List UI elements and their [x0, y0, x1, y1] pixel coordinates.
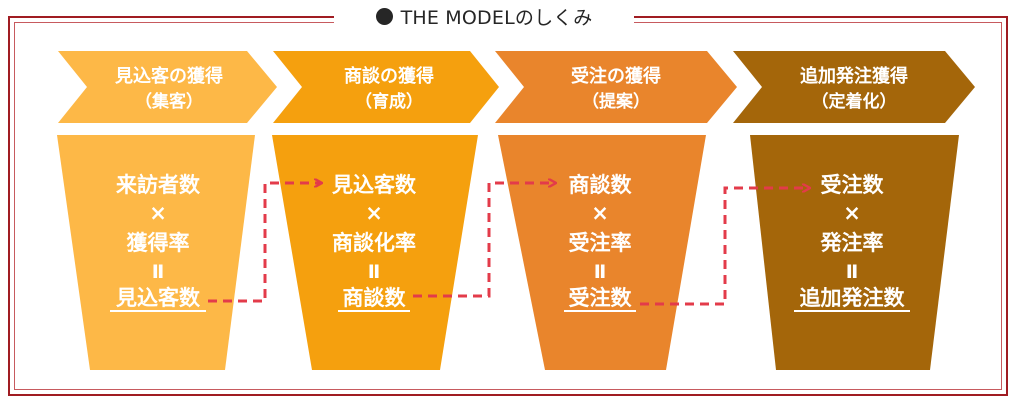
stage-chevron-1 [58, 51, 277, 123]
funnel-4-line-3: 発注率 [820, 231, 884, 255]
funnel-2-line-4: Ⅱ [368, 261, 381, 283]
funnel-2-line-3: 商談化率 [332, 231, 416, 255]
stage-name-3: 受注の獲得 [571, 65, 661, 87]
diagram-title: THE MODELのしくみ [334, 2, 634, 30]
funnel-3 [498, 135, 706, 370]
stage-sub-1: （集客） [135, 91, 203, 112]
connector-arrow-2 [413, 183, 554, 298]
stage-chevron-4 [733, 51, 975, 123]
funnel-1-line-1: 来訪者数 [116, 173, 201, 197]
funnel-1-line-3: 獲得率 [127, 231, 190, 255]
funnel-3-line-1: 商談数 [569, 173, 633, 197]
funnel-2-line-2: × [365, 201, 383, 225]
connector-arrow-1 [208, 183, 320, 303]
funnel-2 [272, 135, 478, 370]
stage-name-2: 商談の獲得 [344, 65, 434, 87]
funnel-2-line-1: 見込客数 [332, 173, 417, 197]
funnel-3-line-4: Ⅱ [594, 261, 607, 283]
stage-name-1: 見込客の獲得 [114, 65, 223, 87]
funnel-1-result: 見込客数 [116, 286, 201, 310]
stage-name-4: 追加発注獲得 [800, 65, 908, 87]
stage-chevron-2 [273, 51, 499, 123]
funnel-4-line-2: × [843, 201, 861, 225]
stage-sub-3: （提案） [582, 91, 650, 112]
funnel-4-line-1: 受注数 [821, 173, 885, 197]
funnel-2-result: 商談数 [343, 286, 407, 310]
funnel-1-line-4: Ⅱ [152, 261, 165, 283]
funnel-4-line-4: Ⅱ [846, 261, 859, 283]
funnel-3-line-3: 受注率 [569, 231, 632, 255]
stage-chevron-3 [495, 51, 737, 123]
bullet-icon [375, 7, 393, 25]
stage-sub-2: （育成） [355, 91, 423, 112]
funnel-1-line-2: × [149, 201, 167, 225]
funnel-3-result: 受注数 [569, 286, 633, 310]
title-text: THE MODELのしくみ [400, 6, 593, 29]
connector-arrow-3 [640, 188, 808, 306]
funnel-3-line-2: × [591, 201, 609, 225]
funnel-4-result: 追加発注数 [800, 286, 906, 310]
stage-sub-4: （定着化） [812, 91, 897, 112]
